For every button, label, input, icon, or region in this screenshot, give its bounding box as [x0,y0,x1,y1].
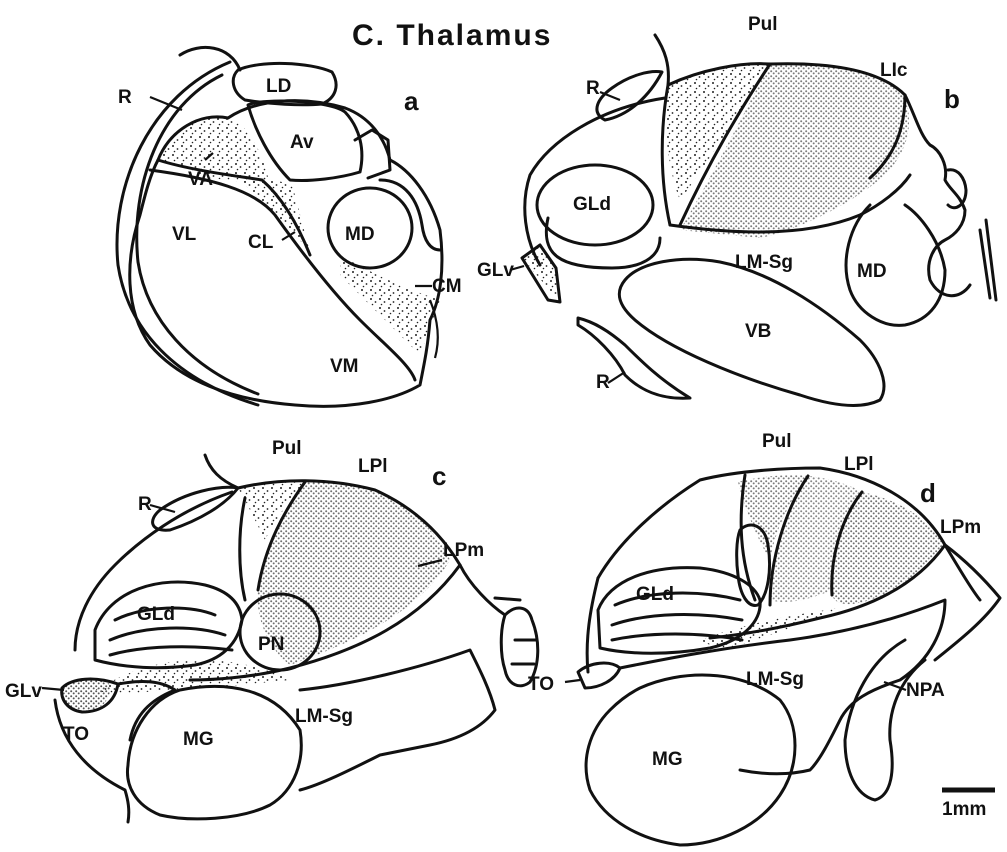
panel-a: R LD Av VA VL CL MD CM VM a [117,47,462,406]
label-av: Av [290,132,314,153]
label-vm: VM [330,356,359,377]
label-vb: VB [745,321,771,342]
label-lic: LIc [880,60,908,81]
cm-region [340,255,440,355]
label-to: TO [63,724,89,745]
label-va: VA [188,169,213,190]
label-r: R [138,494,152,515]
label-cl: CL [248,232,274,253]
label-lm-sg: LM-Sg [735,252,793,273]
label-ld: LD [266,76,291,97]
panel-letter-c: c [432,461,446,491]
panel-b: Pul LIc R GLd GLv LM-Sg MD VB R b [477,14,996,405]
label-lpm: LPm [443,540,484,561]
label-gld: GLd [636,584,674,605]
scale-bar-label: 1mm [942,799,986,820]
label-md: MD [857,261,887,282]
label-glv: GLv [5,681,42,702]
panel-letter-d: d [920,478,936,508]
label-r-upper: R [586,78,600,99]
label-lpm: LPm [940,517,981,538]
label-gld: GLd [573,194,611,215]
label-gld: GLd [137,604,175,625]
panel-letter-b: b [944,84,960,114]
panel-c: Pul LPl R LPm GLd PN GLv TO LM-Sg MG c [5,438,538,822]
label-npa: NPA [906,680,945,701]
label-pul: Pul [748,14,778,35]
figure-title: C. Thalamus [352,19,552,52]
label-lm-sg: LM-Sg [295,706,353,727]
label-lpl: LPl [358,456,388,477]
label-cm: CM [432,276,462,297]
label-lm-sg: LM-Sg [746,669,804,690]
label-to: TO [528,674,554,695]
panel-d: Pul LPl LPm GLd TO LM-Sg NPA MG d 1mm [528,431,1000,845]
label-r-lower: R [596,372,610,393]
label-lpl: LPl [844,454,874,475]
label-md: MD [345,224,375,245]
label-mg: MG [183,729,214,750]
label-mg: MG [652,749,683,770]
label-vl: VL [172,224,197,245]
label-pn: PN [258,634,284,655]
label-glv: GLv [477,260,514,281]
label-r: R [118,87,132,108]
panel-letter-a: a [404,86,419,116]
label-pul: Pul [272,438,302,459]
label-pul: Pul [762,431,792,452]
